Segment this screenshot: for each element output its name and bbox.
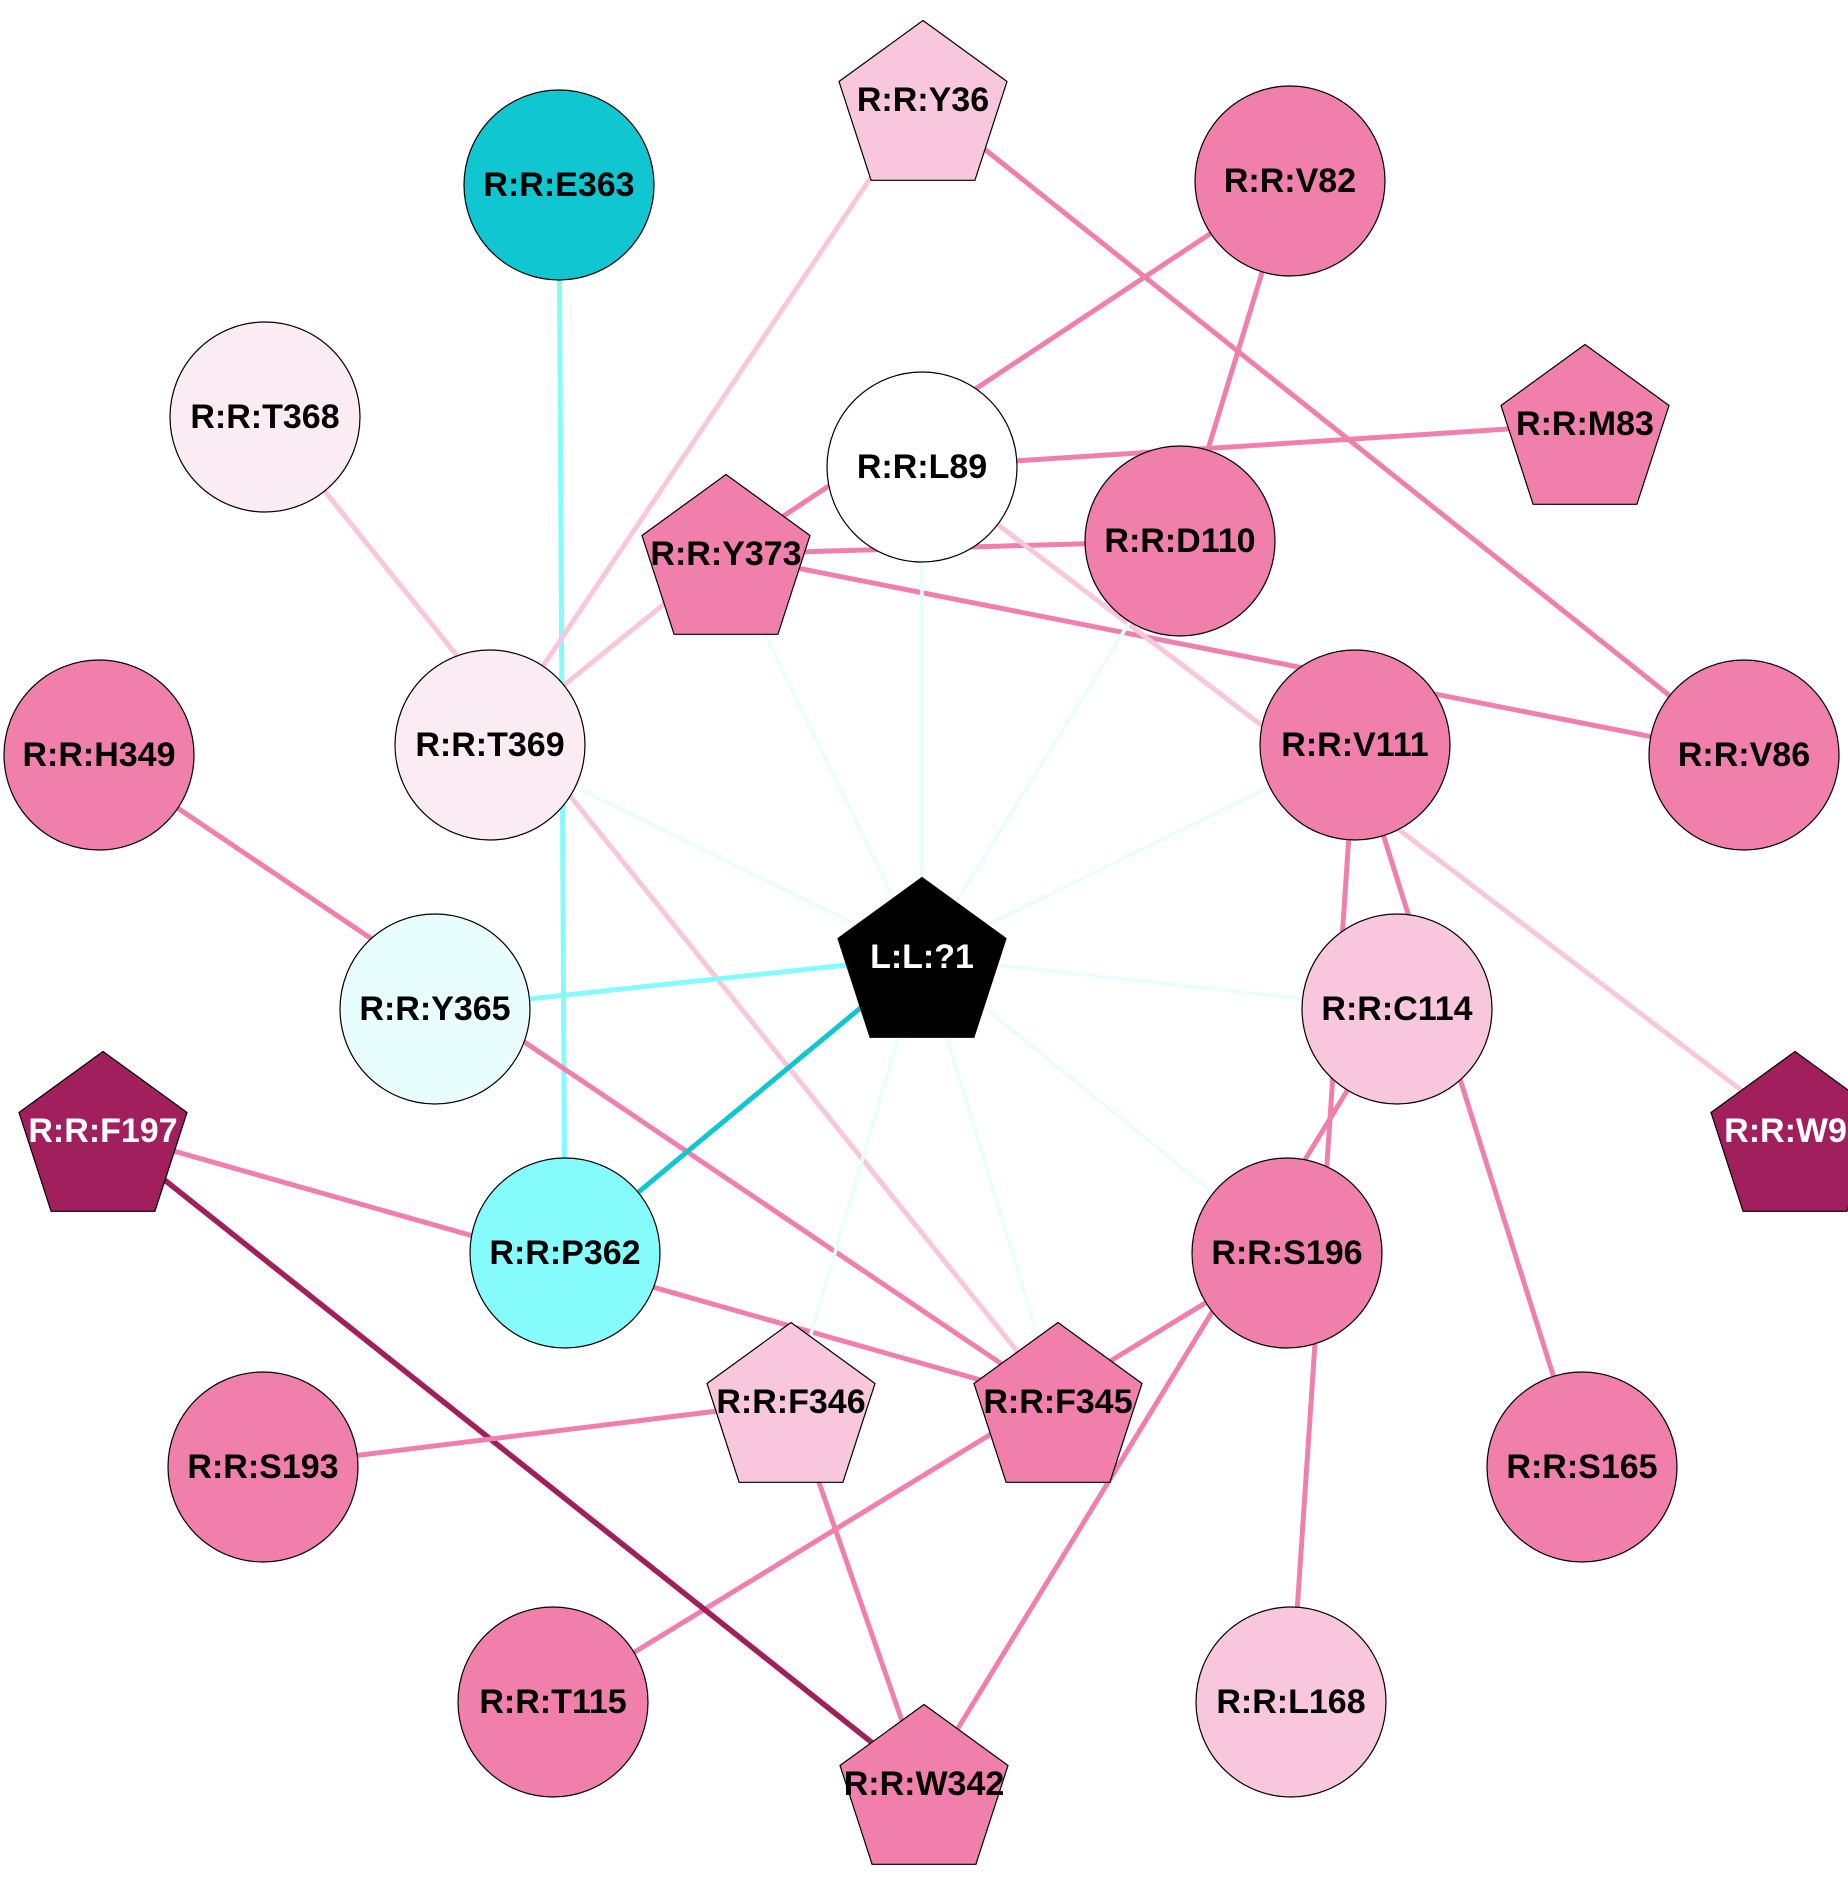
node-s193: R:R:S193: [167, 1371, 359, 1563]
node-y36: R:R:Y36: [838, 19, 1008, 181]
node-label: R:R:E363: [483, 166, 634, 204]
edge-c114-w342: [921, 1006, 1400, 1787]
node-s196: R:R:S196: [1191, 1157, 1383, 1349]
node-circle: [169, 321, 361, 513]
node-circle: [826, 371, 1018, 563]
node-label: R:R:S165: [1506, 1448, 1657, 1486]
node-label: R:R:H349: [22, 736, 175, 774]
node-w342: R:R:W342: [839, 1703, 1009, 1865]
node-pentagon: [973, 1321, 1143, 1483]
node-l168: R:R:L168: [1195, 1606, 1387, 1798]
node-label: R:R:V86: [1678, 736, 1810, 774]
node-f197: R:R:F197: [18, 1050, 188, 1212]
node-label: R:R:T369: [415, 726, 564, 764]
node-circle: [3, 659, 195, 851]
node-pentagon: [641, 473, 811, 635]
node-pentagon: [18, 1050, 188, 1212]
node-label: R:R:D110: [1104, 522, 1255, 560]
edge-y36-v86: [920, 97, 1747, 758]
node-t115: R:R:T115: [457, 1606, 649, 1798]
node-label: R:R:T115: [479, 1683, 626, 1721]
node-label: R:R:S193: [187, 1448, 338, 1486]
edge-y373-v86: [723, 551, 1747, 758]
node-label: R:R:M83: [1516, 405, 1654, 443]
node-pentagon: [1500, 343, 1670, 505]
node-label: R:R:W96: [1724, 1112, 1848, 1150]
node-pentagon: [706, 1321, 876, 1483]
node-y365: R:R:Y365: [339, 913, 531, 1105]
edge-s196-t115: [550, 1250, 1290, 1705]
node-circle: [463, 89, 655, 281]
node-l89: R:R:L89: [826, 371, 1018, 563]
node-circle: [1191, 1157, 1383, 1349]
node-c114: R:R:C114: [1301, 913, 1493, 1105]
node-label: R:R:P362: [489, 1234, 640, 1272]
node-label: R:R:V111: [1281, 726, 1428, 764]
node-v82: R:R:V82: [1194, 85, 1386, 277]
node-l1: L:L:?1: [837, 876, 1007, 1038]
node-circle: [339, 913, 531, 1105]
node-v86: R:R:V86: [1648, 659, 1840, 851]
node-f345: R:R:F345: [973, 1321, 1143, 1483]
node-e363: R:R:E363: [463, 89, 655, 281]
node-label: R:R:W342: [844, 1765, 1005, 1803]
node-label: R:R:F345: [983, 1383, 1132, 1421]
node-circle: [1195, 1606, 1387, 1798]
node-p362: R:R:P362: [469, 1157, 661, 1349]
node-circle: [469, 1157, 661, 1349]
node-label: R:R:Y36: [857, 81, 989, 119]
node-f346: R:R:F346: [706, 1321, 876, 1483]
node-label: R:R:L89: [857, 448, 987, 486]
node-circle: [167, 1371, 359, 1563]
node-m83: R:R:M83: [1500, 343, 1670, 505]
node-label: R:R:Y373: [650, 535, 801, 573]
node-t368: R:R:T368: [169, 321, 361, 513]
edge-f197-w342: [100, 1128, 927, 1787]
node-circle: [1486, 1371, 1678, 1563]
node-circle: [1084, 445, 1276, 637]
node-circle: [1259, 649, 1451, 841]
node-h349: R:R:H349: [3, 659, 195, 851]
node-w96: R:R:W96: [1710, 1050, 1848, 1212]
node-v111: R:R:V111: [1259, 649, 1451, 841]
node-label: R:R:T368: [190, 398, 339, 436]
node-label: R:R:V82: [1224, 162, 1356, 200]
node-pentagon: [839, 1703, 1009, 1865]
node-label: R:R:Y365: [359, 990, 510, 1028]
node-label: R:R:F346: [716, 1383, 865, 1421]
node-circle: [1301, 913, 1493, 1105]
node-circle: [1194, 85, 1386, 277]
edge-y36-t369: [487, 97, 926, 748]
node-circle: [394, 649, 586, 841]
node-label: L:L:?1: [870, 938, 974, 976]
node-label: R:R:F197: [28, 1112, 177, 1150]
node-circle: [457, 1606, 649, 1798]
edge-t368-f345: [262, 414, 1061, 1405]
node-pentagon: [837, 876, 1007, 1038]
node-y373: R:R:Y373: [641, 473, 811, 635]
node-t369: R:R:T369: [394, 649, 586, 841]
edge-v82-y373: [723, 178, 1293, 557]
edge-m83-l89: [919, 421, 1588, 470]
edge-v111-s165: [1352, 742, 1585, 1470]
node-label: R:R:S196: [1211, 1234, 1362, 1272]
node-pentagon: [838, 19, 1008, 181]
node-label: R:R:C114: [1321, 990, 1472, 1028]
edge-h349-f345: [96, 752, 1061, 1405]
node-circle: [1648, 659, 1840, 851]
node-d110: R:R:D110: [1084, 445, 1276, 637]
node-label: R:R:L168: [1216, 1683, 1365, 1721]
node-pentagon: [1710, 1050, 1848, 1212]
node-s165: R:R:S165: [1486, 1371, 1678, 1563]
